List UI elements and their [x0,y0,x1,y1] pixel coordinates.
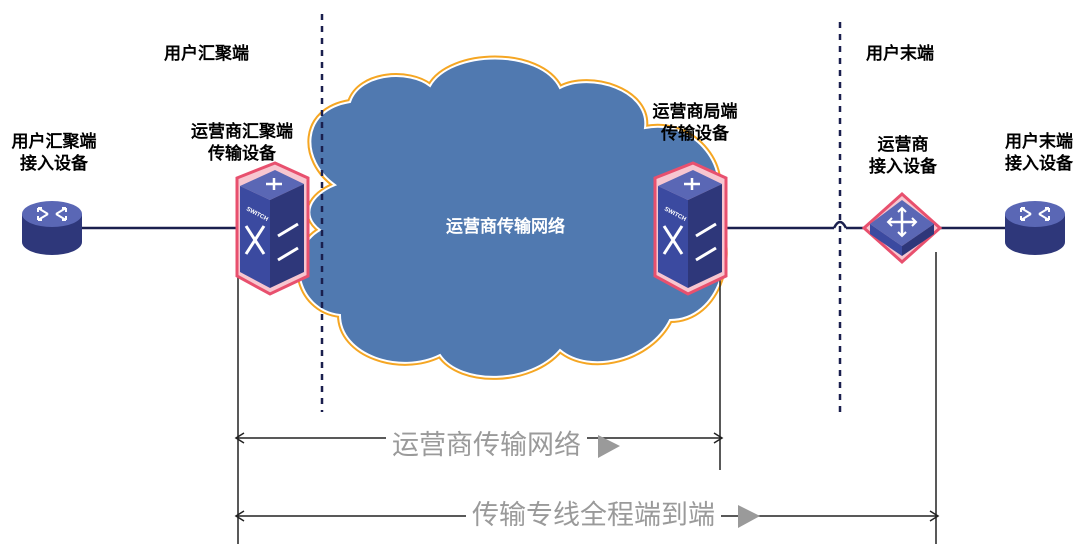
label-line: 传输设备 [208,144,276,164]
play-triangle-icon [738,505,760,528]
device-label-user-tail-access: 用户末端 接入设备 [1000,131,1078,175]
device-label-carrier-access: 运营商 接入设备 [858,134,948,178]
label-line: 接入设备 [869,157,937,177]
access-switch-icon [861,191,943,265]
router-icon [1005,201,1065,255]
label-line: 运营商局端 [652,102,738,122]
cloud-label: 运营商传输网络 [446,217,565,237]
play-triangle-icon [598,435,620,458]
device-label-user-agg-access: 用户汇聚端 接入设备 [6,131,102,175]
label-line: 用户汇聚端 [11,132,97,152]
line-crossover [832,220,848,229]
span-label-carrier-network: 运营商传输网络 [386,429,587,463]
zone-label-tail: 用户末端 [866,44,934,64]
label-line: 用户末端 [1005,132,1073,152]
label-line: 接入设备 [1005,154,1073,174]
switch-icon: SWITCH [653,161,728,296]
label-line: 传输设备 [661,124,729,144]
label-line: 运营商汇聚端 [191,122,293,142]
router-icon [22,201,82,255]
span-label-end-to-end: 传输专线全程端到端 [466,499,721,533]
zone-label-aggregation: 用户汇聚端 [164,44,249,64]
label-line: 运营商 [877,135,929,155]
device-label-carrier-agg-transport: 运营商汇聚端 传输设备 [182,121,302,165]
label-line: 接入设备 [20,154,88,174]
device-label-carrier-central-transport: 运营商局端 传输设备 [640,101,750,145]
switch-icon: SWITCH [235,161,310,296]
